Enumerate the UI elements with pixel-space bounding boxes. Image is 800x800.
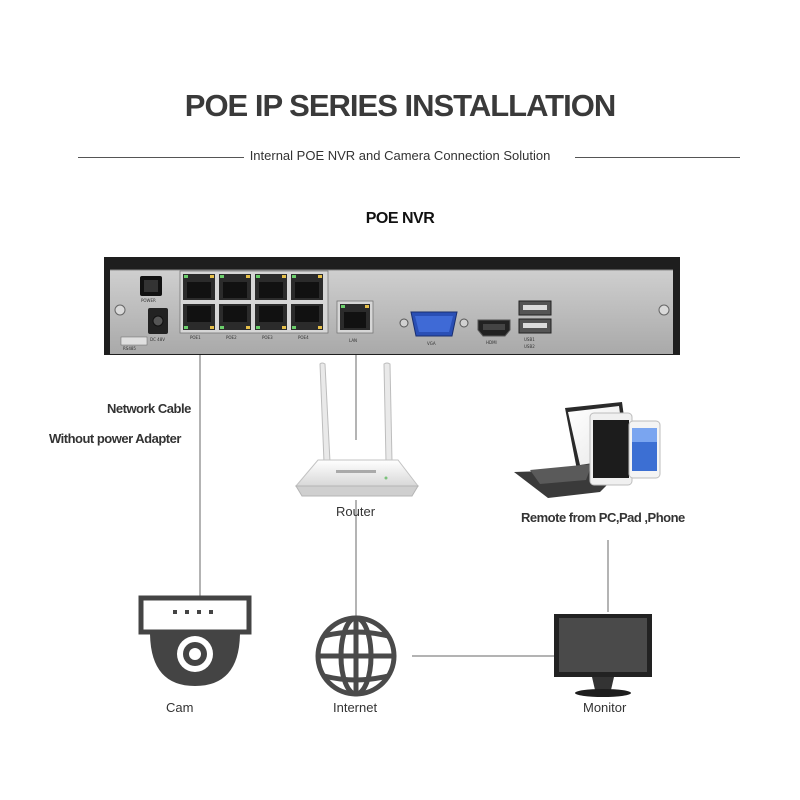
poe-port[interactable] [219, 304, 251, 330]
hdmi-label: HDMI [486, 340, 497, 345]
poe-port[interactable] [183, 274, 215, 300]
poe-port[interactable] [219, 274, 251, 300]
subtitle: Internal POE NVR and Camera Connection S… [0, 148, 800, 163]
screw-left [114, 304, 126, 316]
subtitle-rule-left [78, 157, 246, 158]
poe-port[interactable] [255, 274, 287, 300]
usb-ports [518, 300, 552, 334]
remote-devices-icon [514, 402, 661, 498]
usb-label: USB1 [524, 337, 535, 342]
poe-ports [179, 270, 329, 334]
poe-port[interactable] [183, 304, 215, 330]
monitor-icon [554, 614, 652, 697]
poe-port[interactable] [291, 304, 323, 330]
power-label: POWER [141, 298, 156, 303]
poe-port-label: POE1 [190, 335, 201, 340]
usb-port[interactable] [518, 318, 552, 334]
monitor-label: Monitor [583, 700, 627, 715]
without-adapter-label: Without power Adapter [49, 431, 181, 446]
network-cable-label: Network Cable [107, 401, 191, 416]
remote-label: Remote from PC,Pad ,Phone [521, 510, 685, 525]
poe-port[interactable] [255, 304, 287, 330]
router-icon [294, 362, 420, 497]
poe-port-label: POE3 [262, 335, 273, 340]
nvr-label: POE NVR [365, 210, 435, 227]
cam-label: Cam [166, 700, 194, 715]
router-label: Router [336, 504, 376, 519]
poe-port[interactable] [291, 274, 323, 300]
vga-port[interactable] [399, 311, 469, 337]
lan-port[interactable] [336, 300, 374, 334]
globe-icon [315, 615, 397, 697]
hdmi-port[interactable] [477, 319, 511, 337]
page-title: POE IP SERIES INSTALLATION [184, 88, 616, 123]
rs485-terminal[interactable] [120, 336, 148, 346]
vga-label: VGA [427, 341, 436, 346]
screw-right [658, 304, 670, 316]
usb-label: USB2 [524, 344, 535, 349]
poe-port-label: POE2 [226, 335, 237, 340]
poe-port-label: POE4 [298, 335, 309, 340]
internet-label: Internet [333, 700, 378, 715]
poe-nvr-device [104, 257, 680, 355]
dome-camera-icon [138, 595, 252, 686]
subtitle-rule-right [575, 157, 740, 158]
lan-label: LAN [349, 338, 358, 343]
rs485-label: RS485 [123, 346, 136, 351]
subtitle-text: Internal POE NVR and Camera Connection S… [243, 148, 557, 163]
usb-port[interactable] [518, 300, 552, 316]
dc-label: DC 48V [150, 337, 165, 342]
